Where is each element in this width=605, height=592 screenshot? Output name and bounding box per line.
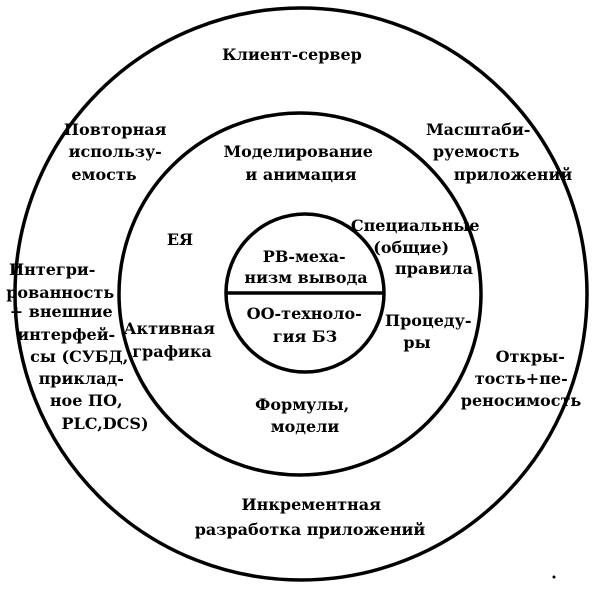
middle-top-label: Моделирование и анимация (223, 142, 378, 184)
outer-left-label: Интегри- рованность + внешние интерфей- … (6, 260, 148, 433)
middle-left-upper-label: ЕЯ (167, 230, 193, 249)
middle-circle (117, 111, 483, 477)
core-upper-label: РВ-меха- низм вывода (244, 247, 367, 287)
middle-left-lower-label: Активная графика (124, 319, 221, 361)
middle-right-lower-label: Процеду- ры (385, 311, 477, 352)
outer-top-right-label: Масштаби- руемость приложений (426, 120, 572, 184)
outer-circle (13, 6, 589, 582)
middle-bottom-label: Формулы, модели (255, 395, 355, 436)
outer-right-label: Откры- тость+пе- реносимость (461, 347, 582, 410)
outer-top-left-label: Повторная использу- емость (64, 120, 172, 184)
outer-top-label: Клиент-сервер (222, 45, 362, 64)
middle-right-upper-label: Специальные (общие) правила (351, 216, 485, 278)
outer-bottom-label: Инкрементная разработка приложений (195, 495, 426, 539)
core-lower-label: ОО-техноло- гия БЗ (247, 304, 368, 346)
stray-dot (552, 575, 556, 579)
